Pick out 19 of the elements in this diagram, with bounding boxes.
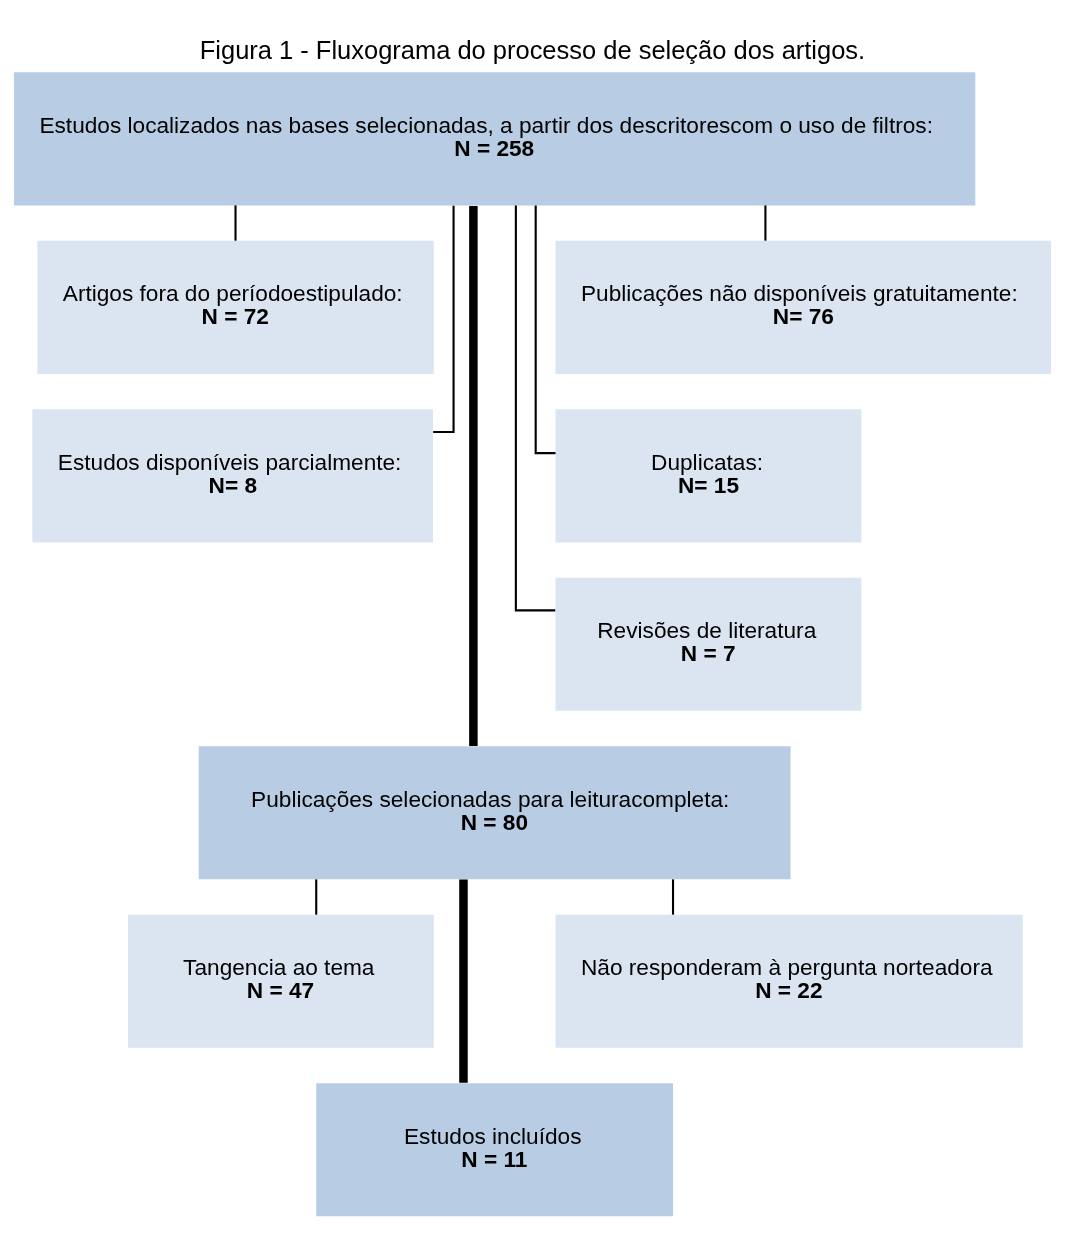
node-box: Publicações selecionadas para leituracompleta: N = 80: [198, 745, 791, 879]
node-box: Revisões de literatura N = 7: [555, 577, 862, 711]
node-box: Duplicatas: N= 15: [555, 408, 862, 542]
node-box: Estudos localizados nas bases selecionadas, a partir dos descritorescom o uso de filtros: N = 258: [13, 71, 976, 205]
connector: [459, 878, 468, 1083]
node-box: Tangencia ao tema N = 47: [127, 914, 434, 1048]
connector: [514, 204, 556, 611]
node-box: Estudos disponíveis parcialmente: N= 8: [32, 408, 434, 542]
connector: [671, 878, 675, 915]
connector: [234, 204, 237, 241]
connector: [469, 205, 478, 746]
connector: [315, 878, 318, 915]
node-box: Estudos incluídos N = 11: [316, 1082, 674, 1216]
node-box: Artigos fora do períodoestipulado: N = 72: [37, 240, 434, 374]
connector: [433, 205, 455, 433]
diagram-title: Figura 1 - Fluxograma do processo de seleção dos artigos.: [199, 35, 866, 64]
node-box: Não responderam à pergunta norteadora N = 22: [555, 914, 1023, 1048]
connector: [764, 204, 767, 241]
node-box: Publicações não disponíveis gratuitamente: N= 76: [555, 240, 1052, 374]
